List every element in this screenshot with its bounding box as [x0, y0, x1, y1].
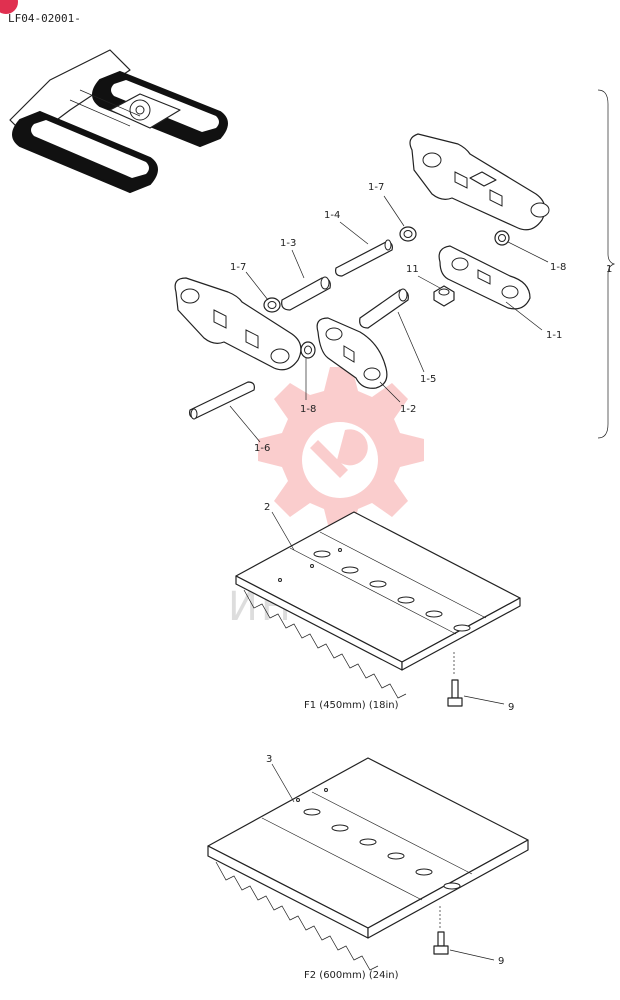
pin-1-5: [359, 288, 409, 329]
caption-f1: F1 (450mm) (18in): [304, 700, 399, 711]
seal-1-7-lower: [263, 297, 281, 313]
corner-badge: [0, 0, 18, 14]
track-shoe-f1: [235, 511, 521, 699]
callout-9-f1: 9: [508, 702, 514, 713]
caption-f2: F2 (600mm) (24in): [304, 970, 399, 981]
track-shoe-f2: [207, 757, 529, 971]
pin-1-6: [189, 381, 255, 420]
callout-1-7-lower: 1-7: [230, 262, 246, 273]
callout-1-1: 1-1: [546, 330, 562, 341]
leader-2: [271, 511, 295, 551]
spacer-1-8-left: [300, 341, 316, 359]
callout-1-6: 1-6: [254, 443, 270, 454]
track-link-upper: [409, 133, 550, 231]
seal-1-7-upper: [399, 226, 417, 242]
bolt-9-f2: [433, 906, 495, 961]
callout-1-5: 1-5: [420, 374, 436, 385]
spacer-1-8-right: [494, 230, 510, 246]
callout-1-3: 1-3: [280, 238, 296, 249]
bolt-9-f1: [447, 652, 505, 707]
diagram-code: LF04-02001-: [8, 12, 81, 25]
callout-1-8-left: 1-8: [300, 404, 316, 415]
group-bracket: [597, 89, 616, 439]
plug-11: [433, 285, 455, 307]
track-link-left: [174, 277, 302, 371]
leader-3: [271, 763, 295, 803]
callout-1-4: 1-4: [324, 210, 340, 221]
track-link-1-2: [316, 317, 388, 389]
callout-1-8-right: 1-8: [550, 262, 566, 273]
callout-1-7-upper: 1-7: [368, 182, 384, 193]
undercarriage-thumbnail: [9, 49, 228, 194]
bushing-1-3: [281, 276, 331, 311]
callout-2: 2: [264, 502, 270, 513]
callout-9-f2: 9: [498, 956, 504, 967]
leaders-group1: [229, 195, 549, 443]
callout-1-2: 1-2: [400, 404, 416, 415]
pin-1-4: [335, 239, 393, 277]
callout-1: 1: [606, 264, 612, 275]
callout-3: 3: [266, 754, 272, 765]
track-link-1-1: [438, 245, 531, 310]
callout-11: 11: [406, 264, 419, 275]
